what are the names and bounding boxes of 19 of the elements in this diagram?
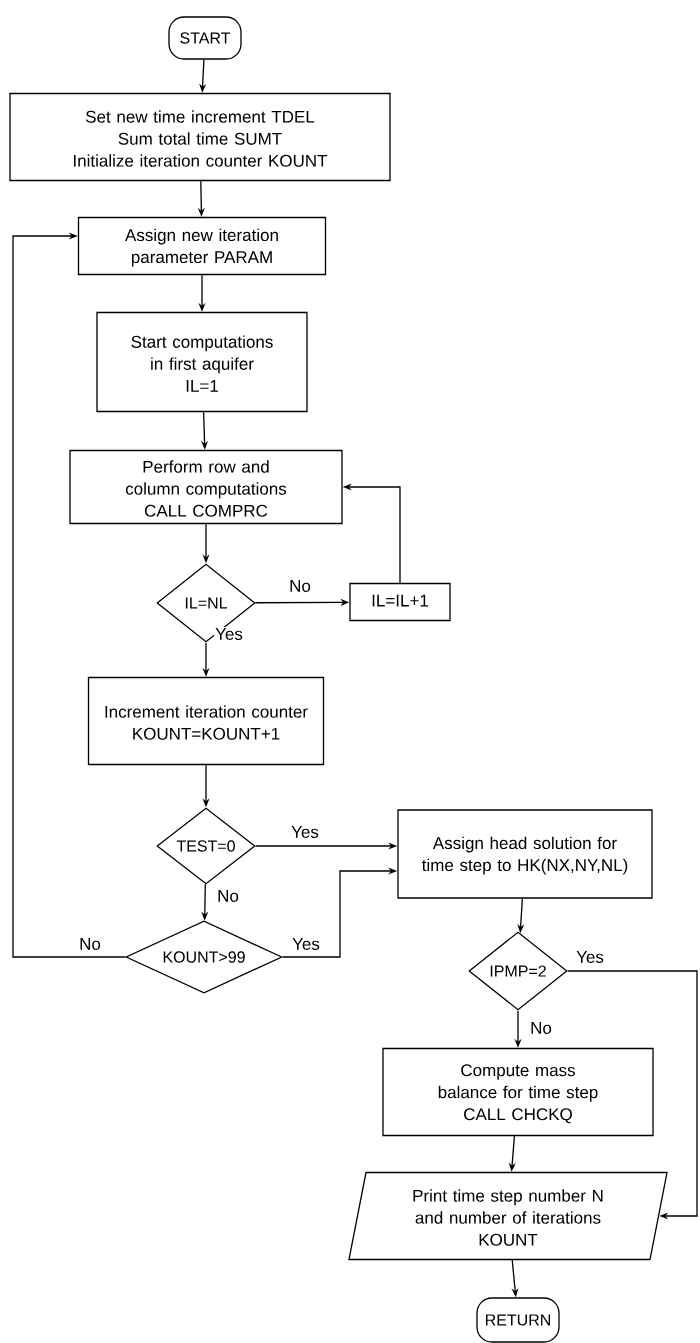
output-parallelogram: Print time step number N and number of iterations KOUNT xyxy=(348,1171,668,1261)
process-box: Assign head solution for time step to HK(NX,NY,NL) xyxy=(397,809,653,899)
process-box: IL=IL+1 xyxy=(349,582,451,622)
edge-label: No xyxy=(288,579,312,593)
edge-label: Yes xyxy=(214,627,244,641)
arrow xyxy=(12,232,126,958)
edge-label: Yes xyxy=(575,950,605,964)
edge-label: No xyxy=(529,1021,553,1035)
edge-label: Yes xyxy=(290,825,320,839)
edge-label: Yes xyxy=(291,937,321,951)
process-box: Assign new iteration parameter PARAM xyxy=(77,216,327,276)
process-box: Start computations in first aquifer IL=1 xyxy=(96,311,308,413)
process-box: Perform row and column computations CALL COMPRC xyxy=(69,449,343,525)
edge-label: No xyxy=(216,889,240,903)
arrow xyxy=(567,970,698,1220)
process-box: Increment iteration counter KOUNT=KOUNT+1 xyxy=(87,676,325,766)
edge-label: No xyxy=(78,937,102,951)
process-box: Compute mass balance for time step CALL CHCKQ xyxy=(382,1047,654,1137)
process-box: Set new time increment TDEL Sum total time SUMT Initialize iteration counter KOUNT xyxy=(9,92,391,182)
